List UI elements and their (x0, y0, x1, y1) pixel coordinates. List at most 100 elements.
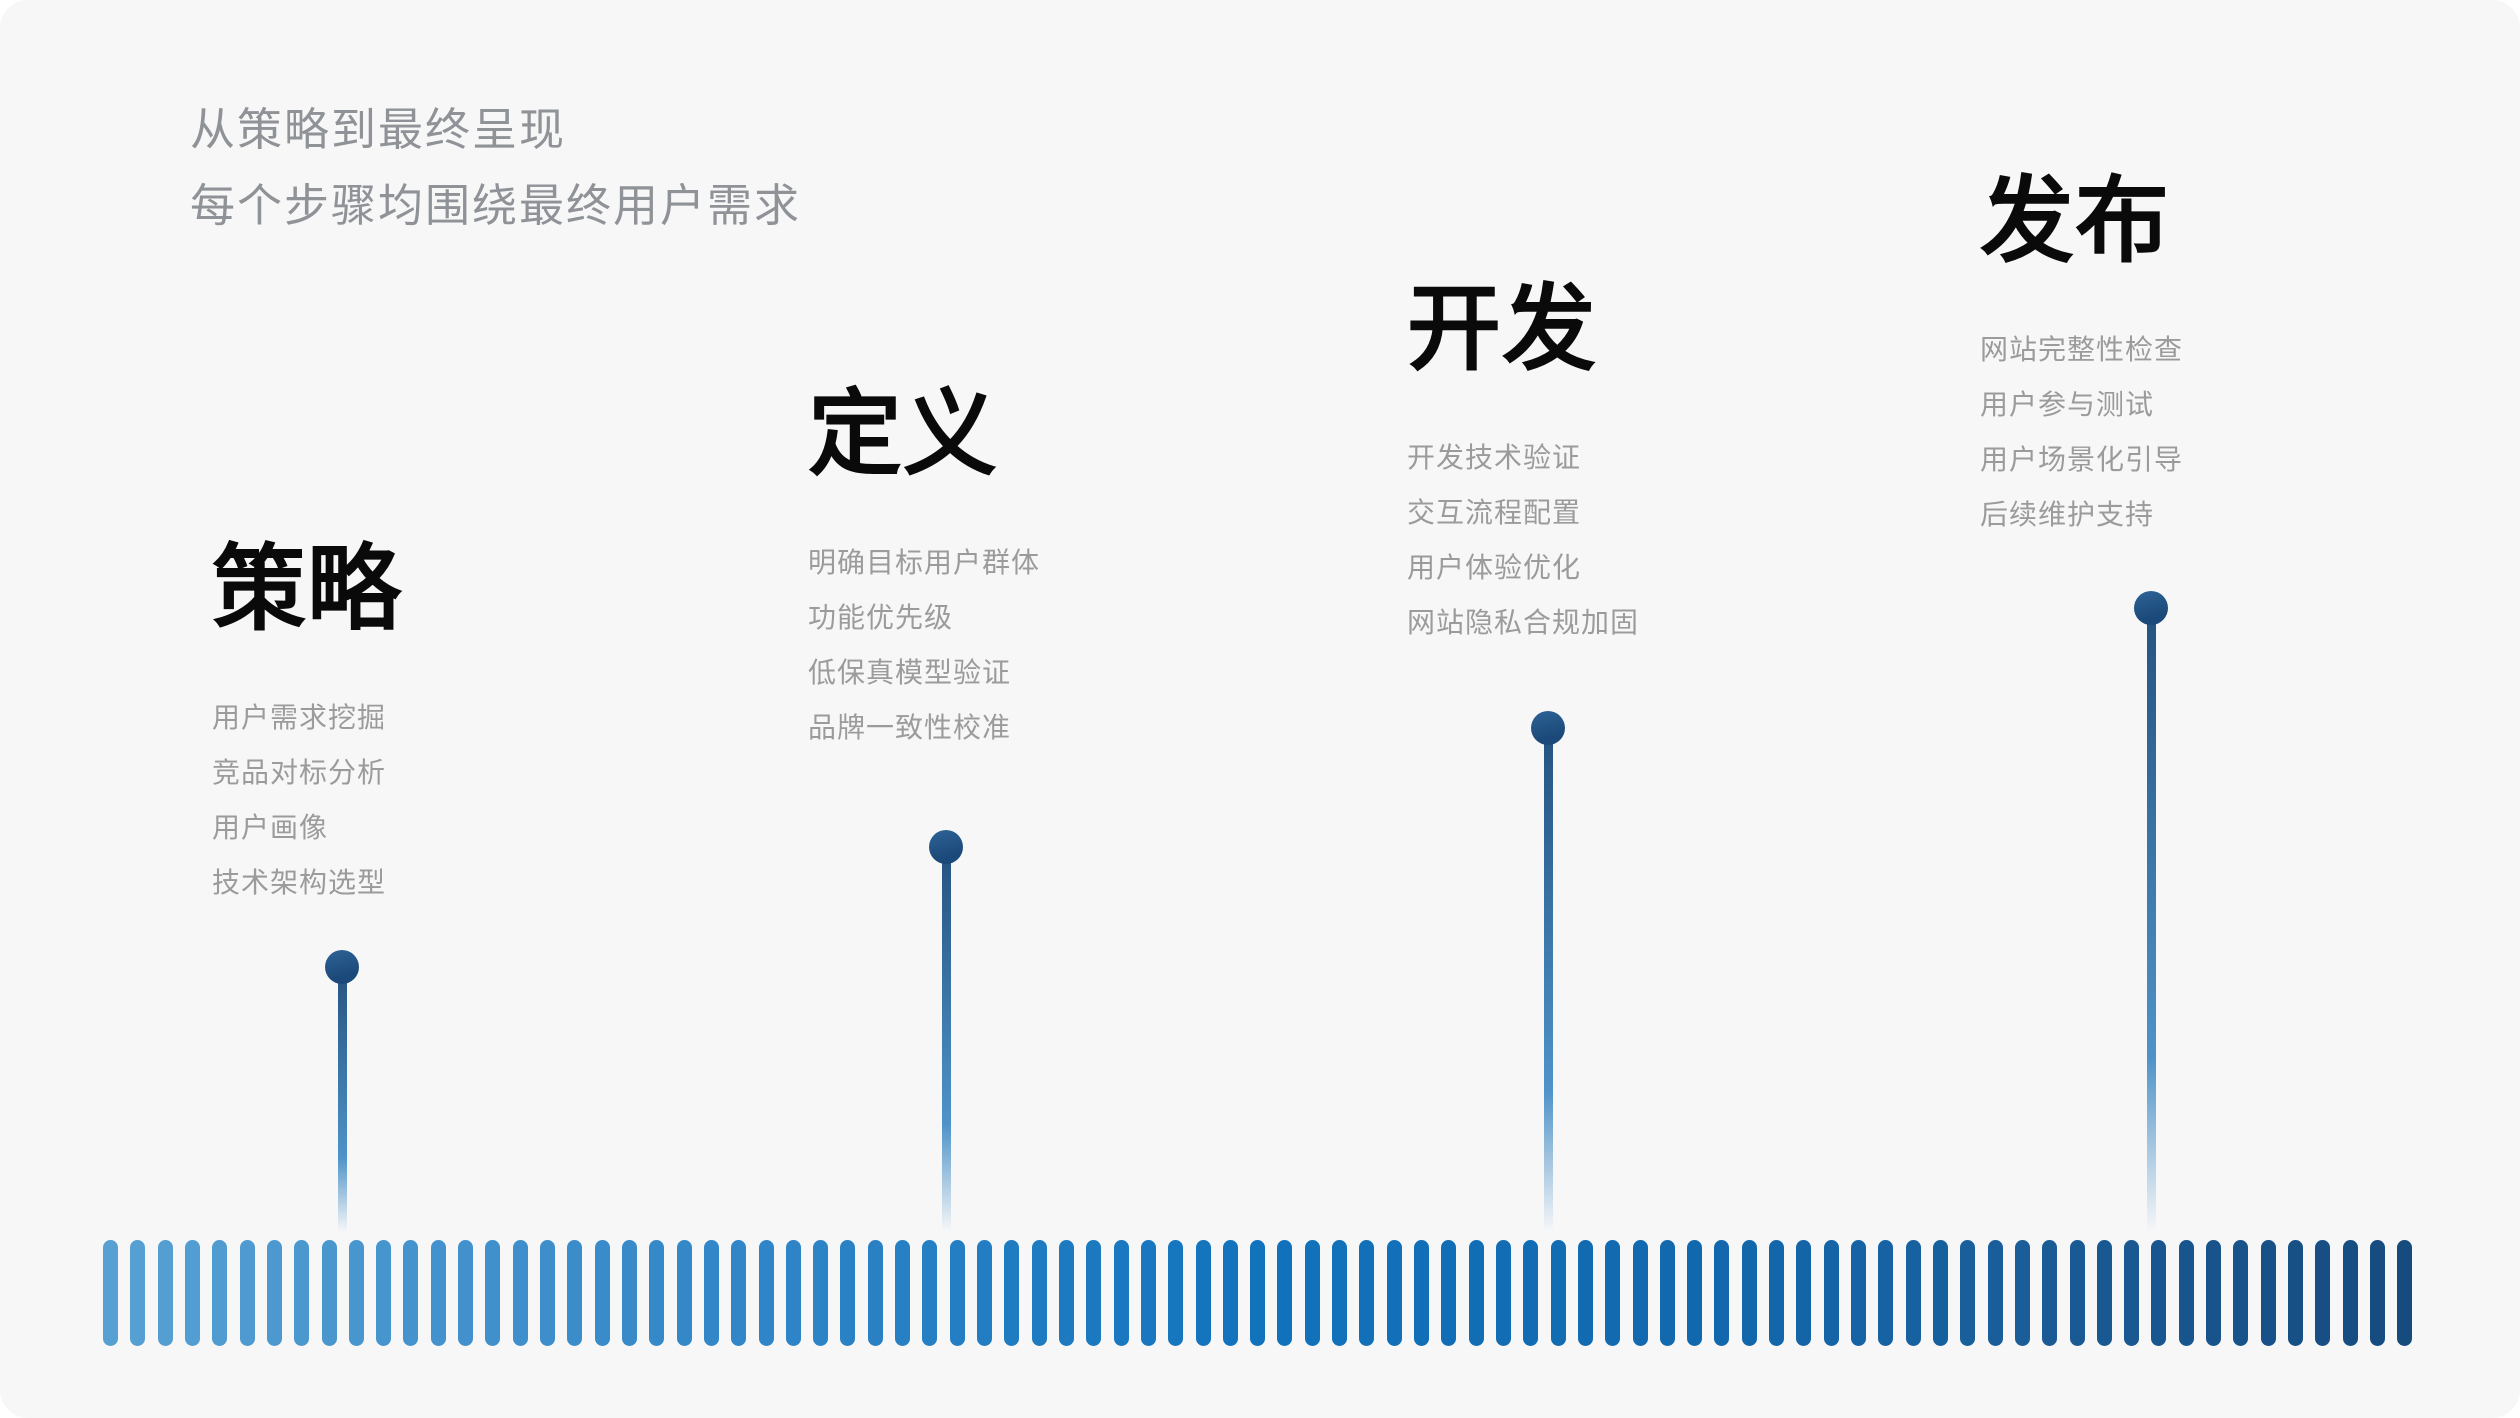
stage-item: 低保真模型验证 (808, 657, 1012, 688)
timeline-bar (1905, 1240, 1921, 1346)
timeline-bar (321, 1240, 337, 1346)
timeline-bar (1714, 1240, 1730, 1346)
stage-item: 后续维护支持 (1980, 499, 2155, 530)
stage-item: 功能优先级 (808, 602, 954, 633)
timeline-bar (1823, 1240, 1839, 1346)
timeline-bar (1086, 1240, 1102, 1346)
timeline-bar (649, 1240, 665, 1346)
timeline-bar (2069, 1240, 2085, 1346)
stage-marker-launch (2134, 591, 2168, 1232)
stage-title: 定义 (808, 381, 999, 486)
subtitle-line-1: 从策略到最终呈现 (190, 104, 567, 155)
timeline-bar (2288, 1240, 2303, 1346)
timeline-bar (1659, 1240, 1675, 1346)
stage-item: 用户场景化引导 (1980, 444, 2184, 475)
timeline-bar (376, 1240, 392, 1346)
timeline-bar (1468, 1240, 1484, 1346)
timeline-bar (1250, 1240, 1266, 1346)
timeline-bar (840, 1240, 856, 1346)
stage-item-list: 明确目标用户群体 功能优先级 低保真模型验证 品牌一致性校准 (808, 535, 1040, 755)
stage-definition: 定义 明确目标用户群体 功能优先级 低保真模型验证 品牌一致性校准 (808, 387, 1040, 755)
timeline-bar (2315, 1240, 2331, 1346)
timeline-bar (458, 1240, 474, 1346)
stage-strategy: 策略 用户需求挖掘 竞品对标分析 用户画像 技术架构选型 (212, 542, 402, 910)
timeline-bar (1741, 1240, 1757, 1346)
timeline-bar (1113, 1240, 1129, 1346)
marker-stem-line (941, 847, 951, 1232)
marker-dot-icon (929, 830, 963, 864)
timeline-bar (403, 1240, 419, 1346)
timeline-bar (949, 1240, 965, 1346)
timeline-bar (1140, 1240, 1156, 1346)
stage-marker-definition (929, 830, 963, 1232)
timeline-bar (1414, 1240, 1429, 1346)
timeline-bar (1796, 1240, 1812, 1346)
timeline-bar (731, 1240, 747, 1346)
timeline-bar (2260, 1240, 2276, 1346)
timeline-bar (157, 1240, 173, 1346)
timeline-bar (2206, 1240, 2222, 1346)
stage-item: 用户画像 (212, 812, 329, 843)
timeline-bar (103, 1240, 118, 1346)
timeline-bar (1851, 1240, 1866, 1346)
stage-item: 技术架构选型 (212, 867, 387, 898)
marker-stem-line (337, 967, 347, 1232)
timeline-bar (2178, 1240, 2194, 1346)
timeline-bar (758, 1240, 774, 1346)
timeline-bar (1987, 1240, 2003, 1346)
timeline-bar (184, 1240, 200, 1346)
timeline-bar (922, 1240, 938, 1346)
timeline-bar (2233, 1240, 2249, 1346)
timeline-bar (266, 1240, 282, 1346)
stage-item: 用户体验优化 (1407, 552, 1582, 583)
timeline-bar (2014, 1240, 2030, 1346)
stage-title: 策略 (212, 536, 403, 641)
timeline-bar (540, 1240, 555, 1346)
stage-item-list: 开发技术验证 交互流程配置 用户体验优化 网站隐私合规加固 (1407, 430, 1639, 650)
timeline-bar (785, 1240, 801, 1346)
timeline-bar (1031, 1240, 1047, 1346)
timeline-bar (1168, 1240, 1184, 1346)
timeline-bar (567, 1240, 583, 1346)
timeline-bar (621, 1240, 637, 1346)
timeline-bar (1878, 1240, 1894, 1346)
timeline-bar (676, 1240, 692, 1346)
marker-stem-line (2146, 608, 2156, 1232)
stage-item: 网站完整性检查 (1980, 334, 2184, 365)
timeline-bar (294, 1240, 310, 1346)
timeline-bar (348, 1240, 364, 1346)
timeline-bar (212, 1240, 228, 1346)
stage-item: 明确目标用户群体 (808, 547, 1041, 578)
timeline-bar (2096, 1240, 2112, 1346)
timeline-bar (2342, 1240, 2358, 1346)
timeline-bar (1687, 1240, 1703, 1346)
timeline-bar (2369, 1240, 2385, 1346)
timeline-bar (1523, 1240, 1539, 1346)
timeline-bar (2124, 1240, 2140, 1346)
timeline-bar (2397, 1240, 2413, 1346)
timeline-bar (2042, 1240, 2058, 1346)
marker-dot-icon (2134, 591, 2168, 625)
timeline-bar (867, 1240, 883, 1346)
stage-item: 用户需求挖掘 (212, 702, 387, 733)
timeline-bar (430, 1240, 446, 1346)
timeline-bar (1932, 1240, 1948, 1346)
timeline-bar (239, 1240, 255, 1346)
timeline-bar (1960, 1240, 1976, 1346)
stage-item-list: 网站完整性检查 用户参与测试 用户场景化引导 后续维护支持 (1980, 322, 2183, 542)
timeline-bar (1332, 1240, 1348, 1346)
timeline-bar (1550, 1240, 1566, 1346)
timeline-bar (1495, 1240, 1511, 1346)
timeline-bar (1632, 1240, 1648, 1346)
timeline-bar (1004, 1240, 1020, 1346)
stage-title: 发布 (1980, 168, 2171, 273)
stage-item-list: 用户需求挖掘 竞品对标分析 用户画像 技术架构选型 (212, 690, 402, 910)
timeline-bar (977, 1240, 992, 1346)
timeline-bar (130, 1240, 146, 1346)
timeline-bar (2151, 1240, 2167, 1346)
marker-stem-line (1543, 728, 1553, 1232)
stage-development: 开发 开发技术验证 交互流程配置 用户体验优化 网站隐私合规加固 (1407, 282, 1639, 650)
timeline-bar (512, 1240, 528, 1346)
stage-marker-development (1531, 711, 1565, 1232)
